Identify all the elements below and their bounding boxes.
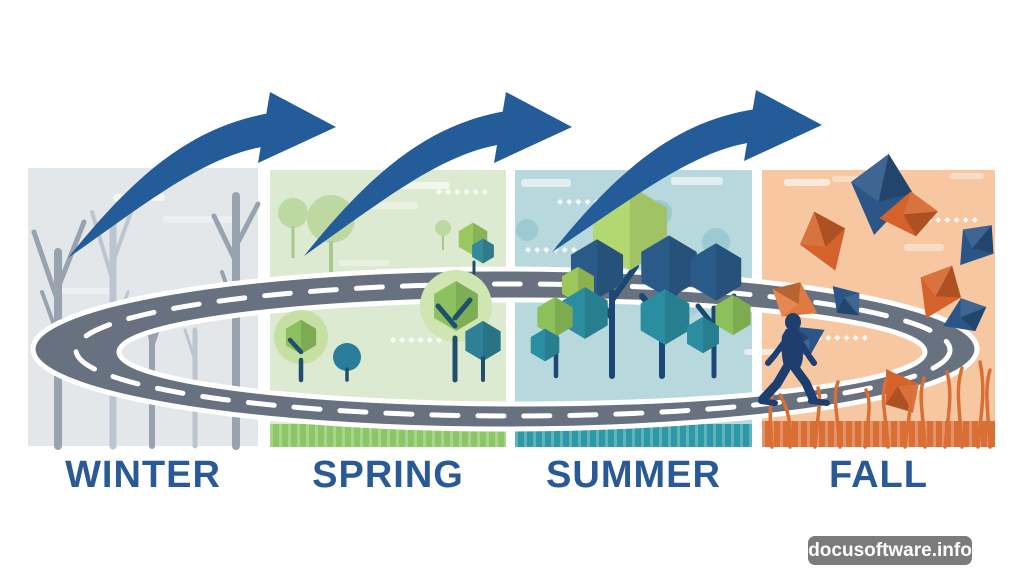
fall-grass-strip <box>762 421 995 447</box>
deco-bar <box>521 179 571 187</box>
deco-bar <box>113 194 165 201</box>
panel-spring: ◆◆◆◆◆◆ ◆◆◆◆◆◆ <box>270 170 506 447</box>
panel-winter <box>28 168 258 446</box>
deco-bar <box>950 173 984 179</box>
deco-diamonds: ◆◆◆◆◆◆ <box>525 245 580 254</box>
deco-bar <box>904 244 944 251</box>
deco-bar <box>163 216 235 223</box>
deco-bar <box>671 177 723 185</box>
deco-bar <box>832 176 862 182</box>
deco-diamonds: ◆◆◆◆◆◆ <box>436 187 491 196</box>
deco-bar <box>338 260 390 266</box>
deco-diamonds: ◆◆◆◆◆◆ <box>816 333 871 342</box>
deco-bar <box>661 298 701 304</box>
label-fall: FALL <box>829 454 928 496</box>
label-winter: WINTER <box>65 454 221 496</box>
deco-bar <box>744 349 782 355</box>
deco-diamonds: ◆◆◆◆◆◆ <box>390 335 445 344</box>
deco-bar <box>356 202 418 209</box>
panel-fall: ◆◆◆◆◆◆ <box>762 170 995 447</box>
spring-grass <box>270 424 506 447</box>
panel-summer: ◆◆◆◆◆◆ ◆◆◆◆◆◆ <box>515 170 752 447</box>
deco-bar <box>56 288 116 294</box>
label-summer: SUMMER <box>546 454 721 496</box>
watermark-badge: docusoftware.info <box>808 536 972 565</box>
deco-bar <box>784 179 830 186</box>
summer-grass <box>515 424 752 447</box>
deco-diamonds: ◆◆◆◆◆◆ <box>926 215 981 224</box>
deco-diamonds: ◆◆◆◆◆◆ <box>557 197 612 206</box>
watermark-text: docusoftware.info <box>808 539 972 561</box>
label-spring: SPRING <box>312 454 464 496</box>
